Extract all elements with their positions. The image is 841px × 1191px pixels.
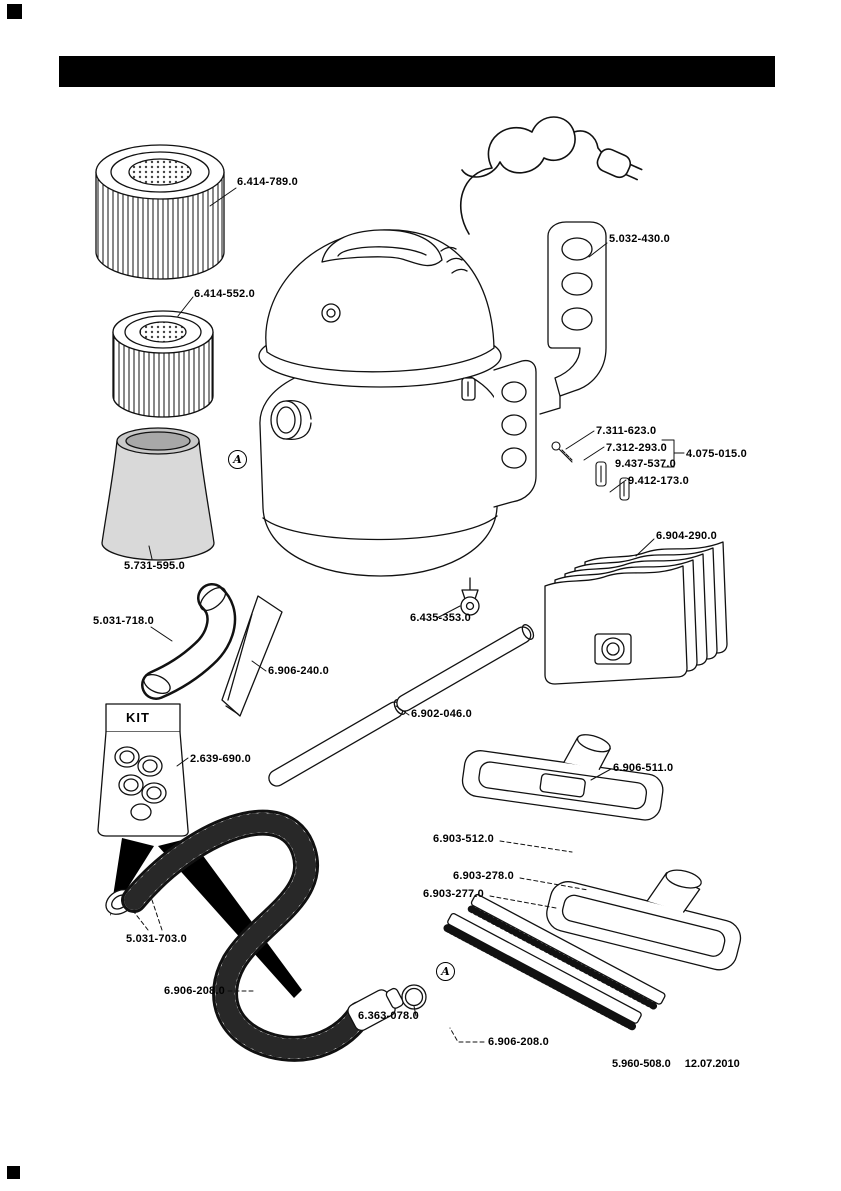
power-cord-drawing — [460, 116, 643, 235]
crevice-nozzle-drawing — [221, 595, 283, 717]
caster-wheel-drawing — [460, 577, 480, 616]
detail-marker-a1: A — [228, 450, 247, 469]
registration-mark-bottom — [7, 1166, 20, 1179]
part-number-label: 5.031-703.0 — [126, 933, 187, 945]
leader-lines — [133, 187, 685, 1043]
wet-floor-nozzle-drawing — [443, 869, 742, 1031]
accessory-holder-drawing — [539, 221, 607, 415]
header-title-bar — [59, 56, 775, 87]
kit-label: KIT — [126, 710, 150, 725]
bend-handle-drawing — [141, 583, 237, 700]
part-number-label: 6.906-240.0 — [268, 665, 329, 677]
squeegee-strips-drawing — [443, 893, 666, 1031]
filter-cartridge-large-drawing — [95, 144, 225, 280]
part-number-label: 2.639-690.0 — [190, 753, 251, 765]
filter-cartridge-small-drawing — [112, 310, 214, 418]
part-number-label: 6.902-046.0 — [411, 708, 472, 720]
foam-filter-sleeve-drawing — [101, 427, 215, 561]
part-number-label: 6.414-789.0 — [237, 176, 298, 188]
part-number-label: 6.906-208.0 — [488, 1036, 549, 1048]
part-number-label: 6.903-512.0 — [433, 833, 494, 845]
power-plug-icon — [596, 148, 643, 181]
paper-filter-bags-drawing — [544, 541, 728, 685]
suction-hose-drawing — [121, 809, 404, 1062]
part-number-label: 6.414-552.0 — [194, 288, 255, 300]
vacuum-body-drawing — [258, 229, 537, 577]
part-number-label: 6.903-278.0 — [453, 870, 514, 882]
part-number-label: 5.031-718.0 — [93, 615, 154, 627]
part-number-label: 6.363-078.0 — [358, 1010, 419, 1022]
part-number-label: 7.311-623.0 — [596, 425, 657, 437]
part-number-label: 5.032-430.0 — [609, 233, 670, 245]
document-number: 5.960-508.0 — [612, 1058, 671, 1070]
part-number-label: 6.435-353.0 — [410, 612, 471, 624]
part-number-label: 7.312-293.0 — [606, 442, 667, 454]
part-number-label: 4.075-015.0 — [686, 448, 747, 460]
registration-mark-top — [7, 4, 22, 19]
floor-nozzle-drawing — [461, 734, 664, 821]
part-number-label: 6.903-277.0 — [423, 888, 484, 900]
part-number-label: 5.731-595.0 — [124, 560, 185, 572]
fastener-parts-drawing — [551, 441, 630, 501]
part-number-label: 9.412-173.0 — [628, 475, 689, 487]
part-number-label: 6.904-290.0 — [656, 530, 717, 542]
adapter-kit-drawing — [97, 703, 189, 837]
part-number-label: 6.906-511.0 — [613, 762, 674, 774]
o-ring-drawing — [401, 984, 427, 1010]
footer: 5.960-508.0 12.07.2010 — [612, 1058, 740, 1070]
detail-marker-a2: A — [436, 962, 455, 981]
part-number-label: 6.906-208.0 — [164, 985, 225, 997]
document-date: 12.07.2010 — [684, 1058, 740, 1070]
part-number-label: 9.437-537.0 — [615, 458, 676, 470]
